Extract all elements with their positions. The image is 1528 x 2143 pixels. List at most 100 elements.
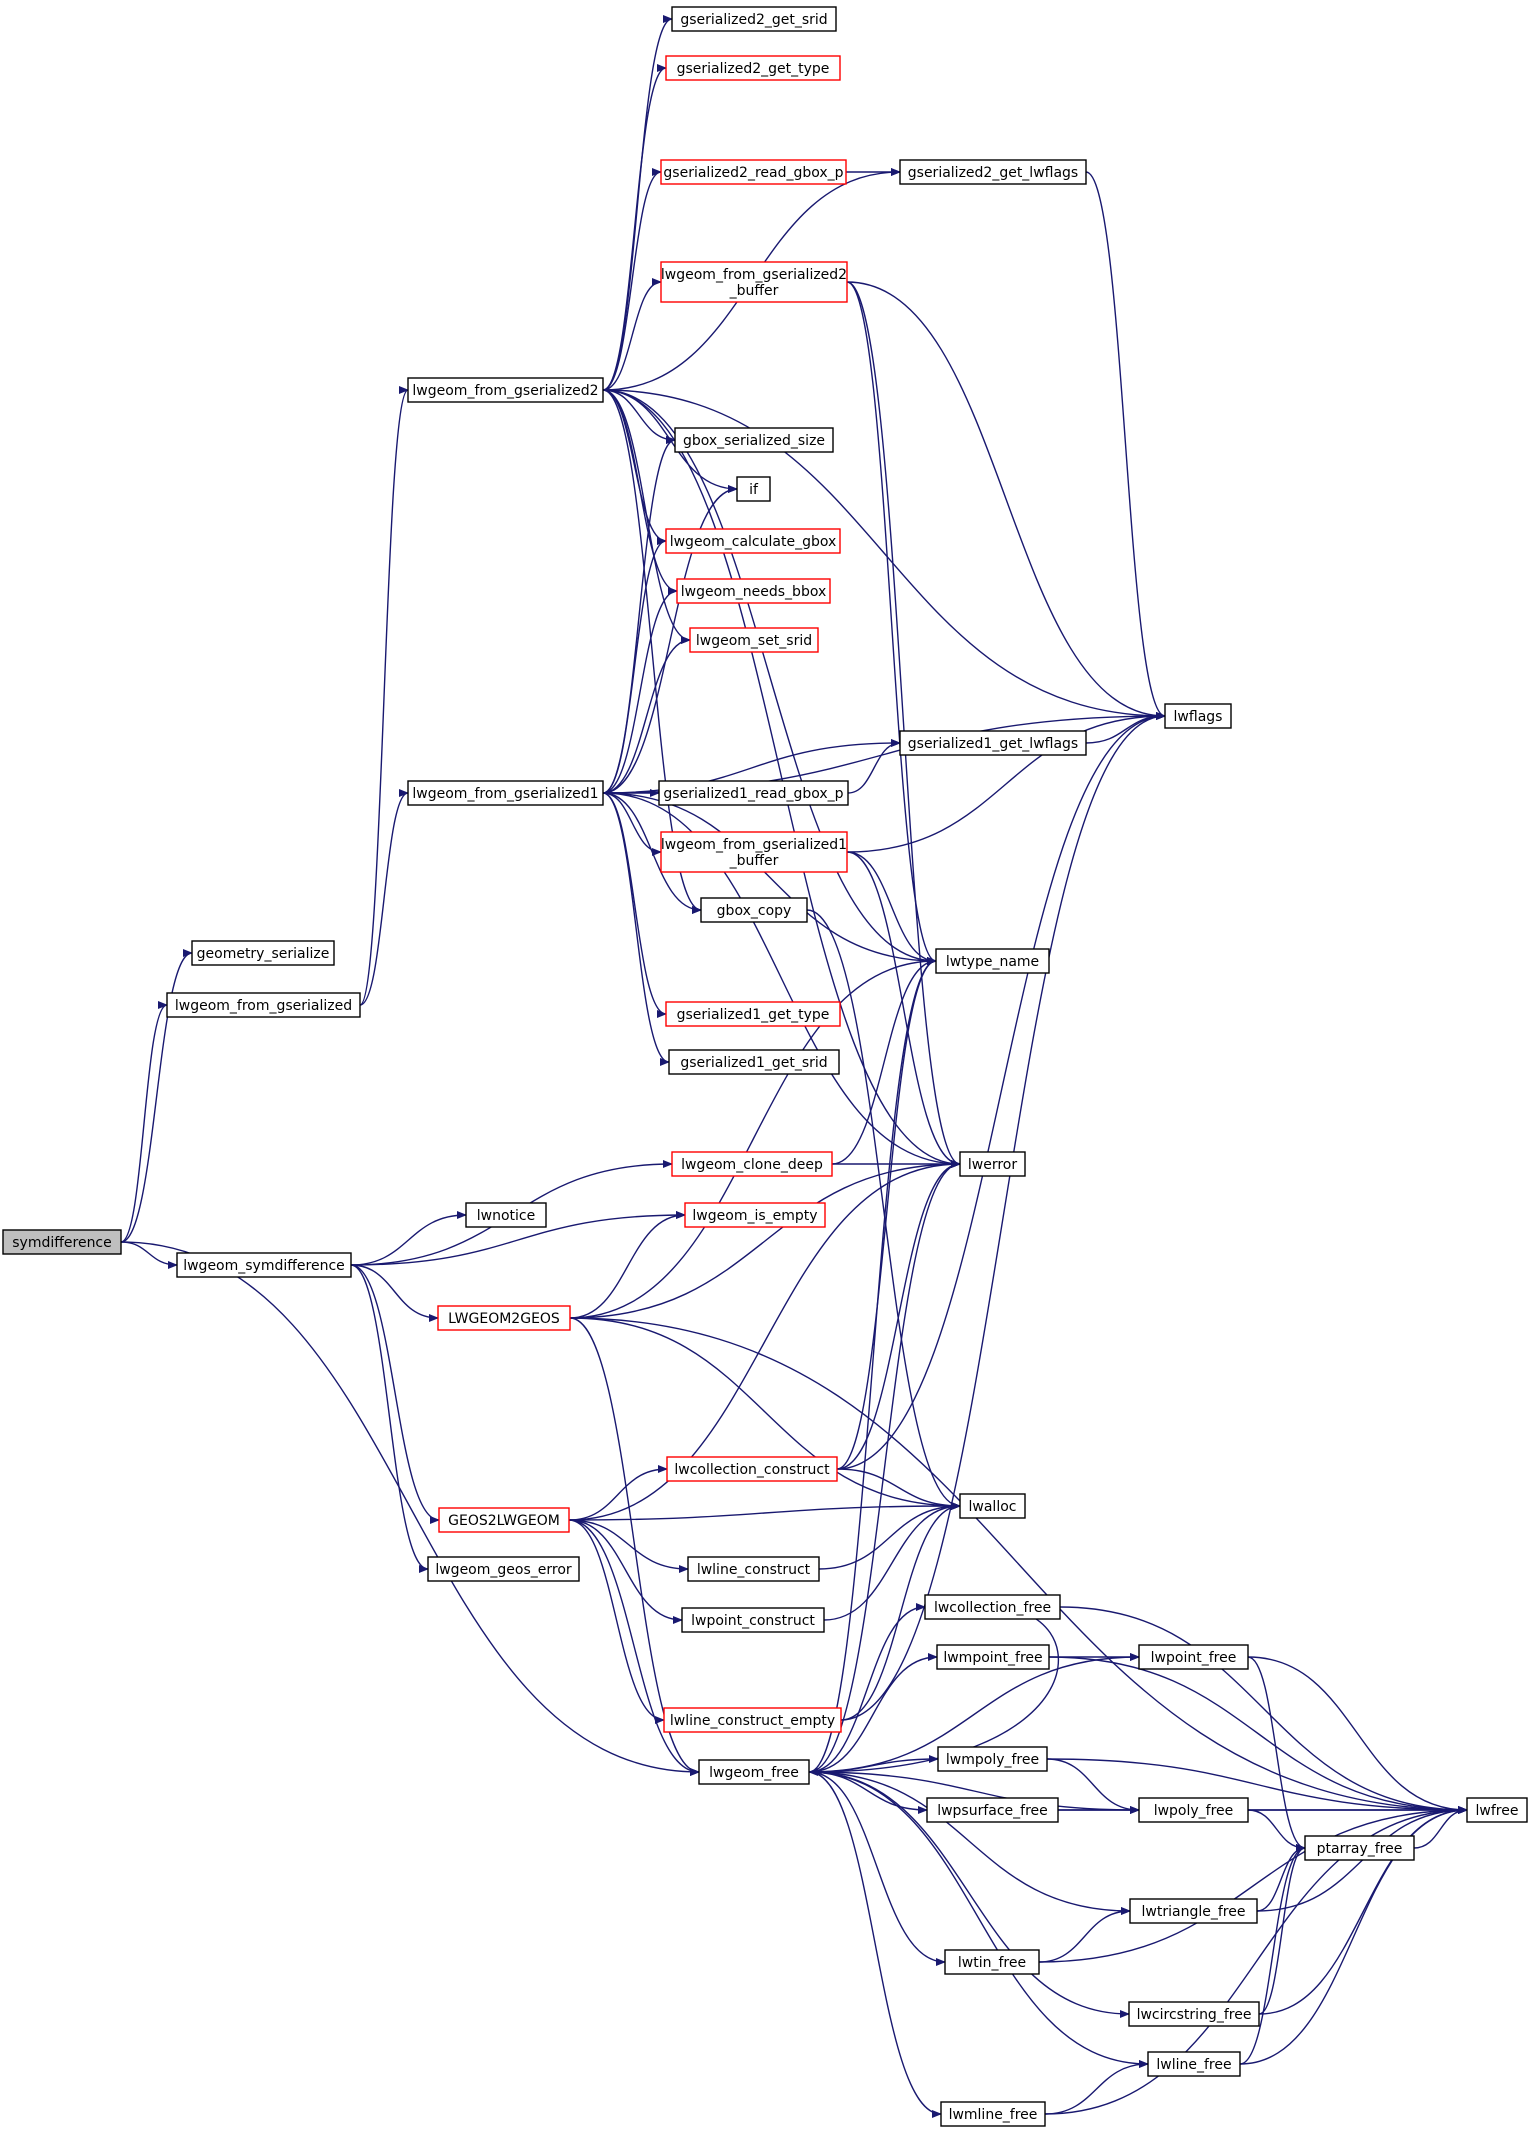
node-gserialized1-get-srid[interactable]: gserialized1_get_srid <box>668 1049 840 1075</box>
node-gserialized1-read-gbox-p[interactable]: gserialized1_read_gbox_p <box>658 780 849 806</box>
node-label-lwline-free: lwline_free <box>1156 2057 1231 2073</box>
node-lwgeom-clone-deep[interactable]: lwgeom_clone_deep <box>671 1151 833 1177</box>
edge-lwgeom-from-gserialized1-to-lwtype-name <box>602 792 937 965</box>
node-geos2lwgeom[interactable]: GEOS2LWGEOM <box>438 1507 570 1533</box>
edge-lwpoint-construct-to-lwalloc <box>823 1502 961 1621</box>
node-label-gserialized2-get-lwflags: gserialized2_get_lwflags <box>908 165 1078 181</box>
node-lwmpoint-free[interactable]: lwmpoint_free <box>936 1644 1050 1670</box>
node-lwgeom-from-gserialized2-buffer[interactable]: lwgeom_from_gserialized2_buffer <box>660 261 848 303</box>
node-lwtin-free[interactable]: lwtin_free <box>944 1949 1040 1975</box>
node-label-gserialized1-get-lwflags: gserialized1_get_lwflags <box>908 736 1078 752</box>
node-lwgeom-from-gserialized1-buffer[interactable]: lwgeom_from_gserialized1_buffer <box>660 831 848 873</box>
node-box-lwgeom-free <box>698 1759 810 1785</box>
node-lwpoint-free[interactable]: lwpoint_free <box>1138 1644 1249 1670</box>
edge-lwgeom-from-gserialized1-to-if <box>602 485 738 794</box>
node-box-lwgeom-clone-deep <box>671 1151 833 1177</box>
node-lwpoint-construct[interactable]: lwpoint_construct <box>681 1607 825 1633</box>
node-lwline-construct-empty[interactable]: lwline_construct_empty <box>663 1707 842 1733</box>
edge-lwgeom-free-to-lwcollection-free <box>808 1603 926 1773</box>
node-box-lwmline-free <box>940 2101 1046 2127</box>
node-gserialized1-get-type[interactable]: gserialized1_get_type <box>665 1001 841 1027</box>
node-box-lwgeom-from-gserialized <box>166 992 361 1018</box>
node-lwline-construct[interactable]: lwline_construct <box>687 1556 820 1582</box>
node-gserialized2-get-lwflags[interactable]: gserialized2_get_lwflags <box>899 159 1087 185</box>
node-label-lwtin-free: lwtin_free <box>958 1955 1026 1971</box>
node-box-lwgeom-from-gserialized2 <box>407 377 604 403</box>
edge-gbox-copy-to-lwalloc <box>806 909 961 1510</box>
node-box-lwmpoint-free <box>936 1644 1050 1670</box>
node-lwgeom-from-gserialized[interactable]: lwgeom_from_gserialized <box>166 992 361 1018</box>
node-label-lwline-construct: lwline_construct <box>697 1562 811 1578</box>
node-box-lwnotice <box>465 1202 547 1228</box>
edge-lwgeom2geos-to-lwfree <box>569 1317 1468 1814</box>
node-gserialized1-get-lwflags[interactable]: gserialized1_get_lwflags <box>899 730 1087 756</box>
node-label-lwgeom-from-gserialized2: lwgeom_from_gserialized2 <box>412 383 598 399</box>
node-lwcollection-construct[interactable]: lwcollection_construct <box>666 1456 838 1482</box>
node-lwgeom-from-gserialized1[interactable]: lwgeom_from_gserialized1 <box>407 780 604 806</box>
node-lwcollection-free[interactable]: lwcollection_free <box>924 1594 1061 1620</box>
node-label-lwtype-name: lwtype_name <box>946 954 1039 970</box>
node-lwflags[interactable]: lwflags <box>1164 703 1232 729</box>
node-lwmline-free[interactable]: lwmline_free <box>940 2101 1046 2127</box>
node-label-lwgeom2geos: LWGEOM2GEOS <box>448 1311 560 1327</box>
node-lwalloc[interactable]: lwalloc <box>959 1493 1026 1519</box>
node-symdifference[interactable]: symdifference <box>2 1229 122 1255</box>
node-lwgeom-calculate-gbox[interactable]: lwgeom_calculate_gbox <box>665 528 841 554</box>
node-lwgeom-set-srid[interactable]: lwgeom_set_srid <box>689 627 819 653</box>
edge-lwline-construct-empty-to-lwalloc <box>840 1502 961 1721</box>
node-lwgeom-geos-error[interactable]: lwgeom_geos_error <box>427 1556 580 1582</box>
node-lwgeom-is-empty[interactable]: lwgeom_is_empty <box>684 1202 826 1228</box>
node-gserialized2-read-gbox-p[interactable]: gserialized2_read_gbox_p <box>660 159 847 185</box>
node-lwgeom-free[interactable]: lwgeom_free <box>698 1759 810 1785</box>
node-lwpsurface-free[interactable]: lwpsurface_free <box>926 1797 1059 1823</box>
node-box-lwgeom2geos <box>437 1305 571 1331</box>
edge-lwgeom2geos-to-lwgeom-free <box>569 1317 700 1776</box>
node-label-ptarray-free: ptarray_free <box>1317 1841 1403 1857</box>
edge-lwgeom-free-to-lwmpoint-free <box>808 1653 938 1773</box>
node-box-ptarray-free <box>1304 1835 1415 1861</box>
node-lwtype-name[interactable]: lwtype_name <box>935 948 1050 974</box>
node-label-lwgeom-from-gserialized1: lwgeom_from_gserialized1 <box>412 786 598 802</box>
edge-lwgeom-symdifference-to-lwgeom2geos <box>350 1264 439 1322</box>
node-ptarray-free[interactable]: ptarray_free <box>1304 1835 1415 1861</box>
node-box-lwgeom-from-gserialized2-buffer <box>660 261 848 303</box>
node-label-lwgeom-from-gserialized1-buffer: lwgeom_from_gserialized1 <box>661 837 847 853</box>
edge-lwgeom-from-gserialized-to-lwgeom-from-gserialized2 <box>359 386 409 1006</box>
node-box-lwgeom-set-srid <box>689 627 819 653</box>
node-label-geometry-serialize: geometry_serialize <box>197 946 330 962</box>
node-lwgeom-from-gserialized2[interactable]: lwgeom_from_gserialized2 <box>407 377 604 403</box>
node-gbox-copy[interactable]: gbox_copy <box>700 897 808 923</box>
edge-lwmpoly-free-to-lwfree <box>1046 1758 1468 1814</box>
node-gserialized2-get-type[interactable]: gserialized2_get_type <box>665 55 841 81</box>
edge-lwline-free-to-ptarray-free <box>1239 1844 1306 2065</box>
edge-geos2lwgeom-to-lwalloc <box>568 1502 961 1521</box>
node-lwgeom-needs-bbox[interactable]: lwgeom_needs_bbox <box>676 578 831 604</box>
edge-lwgeom-from-gserialized2-to-gserialized2-get-type <box>602 64 667 391</box>
node-gserialized2-get-srid[interactable]: gserialized2_get_srid <box>671 6 837 32</box>
node-lwtriangle-free[interactable]: lwtriangle_free <box>1129 1898 1258 1924</box>
node-lwnotice[interactable]: lwnotice <box>465 1202 547 1228</box>
edge-lwmpoly-free-to-lwpoly-free <box>1046 1758 1140 1814</box>
node-lwgeom-symdifference[interactable]: lwgeom_symdifference <box>176 1252 352 1278</box>
edge-lwgeom2geos-to-lwerror <box>569 1160 961 1319</box>
node-lwerror[interactable]: lwerror <box>959 1151 1026 1177</box>
node-label-lwpoint-free: lwpoint_free <box>1151 1650 1237 1666</box>
node-lwcircstring-free[interactable]: lwcircstring_free <box>1128 2001 1260 2027</box>
node-lwfree[interactable]: lwfree <box>1466 1797 1528 1823</box>
node-lwline-free[interactable]: lwline_free <box>1147 2051 1241 2077</box>
node-label-lwgeom-calculate-gbox: lwgeom_calculate_gbox <box>670 534 837 550</box>
node-box-lwpsurface-free <box>926 1797 1059 1823</box>
edge-lwgeom-from-gserialized1-to-gserialized1-get-srid <box>602 792 670 1066</box>
node-geometry-serialize[interactable]: geometry_serialize <box>191 940 335 966</box>
node-lwpoly-free[interactable]: lwpoly_free <box>1138 1797 1249 1823</box>
node-label-gserialized2-get-srid: gserialized2_get_srid <box>680 12 827 28</box>
edge-lwgeom-from-gserialized1-buffer-to-lwerror <box>846 851 961 1168</box>
edge-lwgeom2geos-to-lwtype-name <box>569 957 937 1319</box>
node-lwgeom2geos[interactable]: LWGEOM2GEOS <box>437 1305 571 1331</box>
node-gbox-serialized-size[interactable]: gbox_serialized_size <box>674 427 834 453</box>
node-lwmpoly-free[interactable]: lwmpoly_free <box>937 1746 1048 1772</box>
node-label-lwtriangle-free: lwtriangle_free <box>1142 1904 1246 1920</box>
node-box-geometry-serialize <box>191 940 335 966</box>
node-if[interactable]: if <box>736 476 771 502</box>
edge-lwgeom-from-gserialized2-to-lwgeom-from-gserialized2-buffer <box>602 278 662 391</box>
